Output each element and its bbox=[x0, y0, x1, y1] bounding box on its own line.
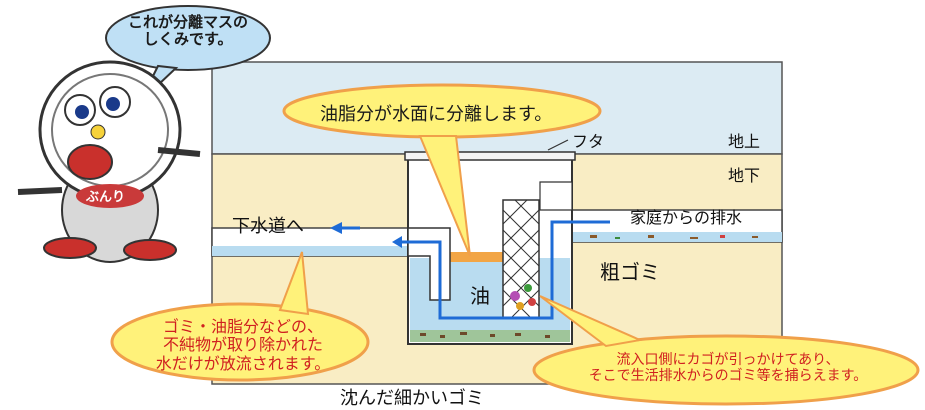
basket-callout-line-2: そこで生活排水からのゴミ等を捕らえます。 bbox=[588, 368, 868, 385]
sediment-bits bbox=[420, 332, 550, 338]
to-sewer-label: 下水道へ bbox=[232, 216, 304, 237]
below-ground-label: 地下 bbox=[728, 166, 761, 185]
lid-label: フタ bbox=[572, 132, 605, 151]
mascot-character bbox=[17, 60, 201, 263]
clean-water-callout: ゴミ・油脂分などの、 不純物が取り除かれた 水だけが放流されます。 bbox=[118, 317, 368, 373]
speech-bubble-line-2: しくみです。 bbox=[143, 30, 233, 49]
basket-callout-bubble bbox=[532, 334, 920, 406]
garbage-basket bbox=[502, 199, 540, 319]
inflow-debris bbox=[590, 235, 758, 239]
basket-callout: 流入口側にカゴが引っかけてあり、 そこで生活排水からのゴミ等を捕らえます。 bbox=[538, 352, 918, 384]
sediment-label: 沈んだ細かいゴミ bbox=[340, 388, 484, 409]
clean-water-callout-bubble bbox=[110, 302, 370, 382]
speech-bubble-line-1: これが分離マスの bbox=[127, 13, 248, 31]
household-drain-label: 家庭からの排水 bbox=[630, 208, 743, 227]
basket-callout-line-1: 流入口側にカゴが引っかけてあり、 bbox=[616, 352, 840, 368]
clean-water-line-2: 不純物が取り除かれた bbox=[162, 335, 323, 355]
coarse-garbage-label: 粗ゴミ bbox=[600, 260, 660, 284]
oil-label: 油 bbox=[470, 284, 490, 308]
mascot-label: ぶんり bbox=[86, 190, 126, 205]
inflow-water bbox=[540, 232, 782, 242]
oil-separation-callout: 油脂分が水面に分離します。 bbox=[320, 104, 553, 125]
inflow-elbow bbox=[539, 181, 573, 211]
speech-bubble-shape bbox=[105, 5, 271, 71]
speech-bubble-text: これが分離マスの しくみです。 bbox=[118, 13, 258, 49]
above-ground-label: 地上 bbox=[728, 132, 761, 151]
lid bbox=[404, 151, 576, 161]
clean-water-line-1: ゴミ・油脂分などの、 bbox=[162, 317, 323, 336]
outflow-water bbox=[212, 246, 422, 256]
clean-water-line-3: 水だけが放流されます。 bbox=[155, 353, 331, 373]
oil-layer bbox=[430, 252, 520, 262]
